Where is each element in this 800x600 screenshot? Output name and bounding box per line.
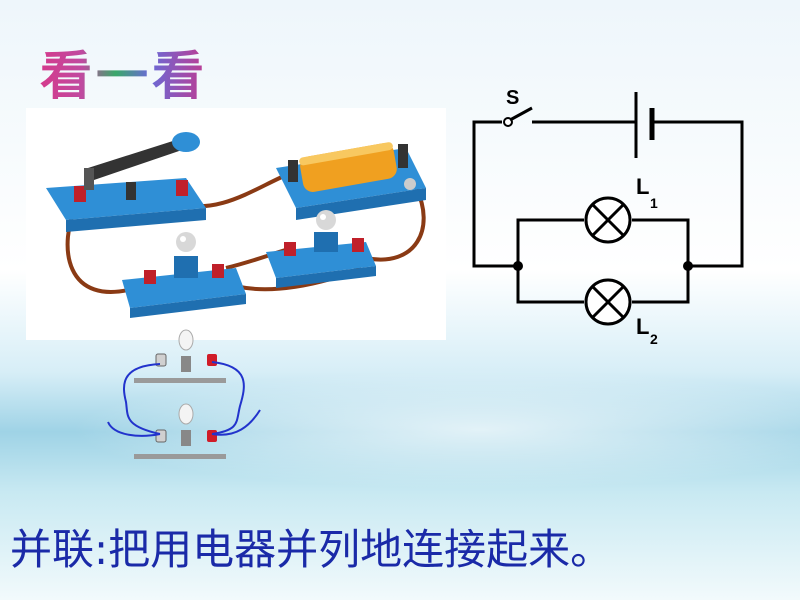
lamp-1-subscript: 1 xyxy=(650,195,658,211)
lamp-2-symbol xyxy=(584,278,632,326)
branch-bottom-right xyxy=(632,266,690,304)
caption-text: 并联:把用电器并列地连接起来。 xyxy=(10,525,613,574)
lamp-holder-2 xyxy=(266,210,376,288)
upper-left-terminal xyxy=(155,353,167,367)
upper-right-terminal xyxy=(207,354,217,366)
lamp-holder-1 xyxy=(122,232,246,318)
circuit-photo xyxy=(26,108,446,340)
mini-parallel-sketch xyxy=(100,326,280,466)
battery-holder xyxy=(276,142,426,220)
lamp-2-label: L xyxy=(636,314,649,339)
wire-top-left xyxy=(472,120,518,268)
photo-wire xyxy=(365,187,426,262)
lower-bulb xyxy=(178,403,194,425)
sketch-wire-right xyxy=(211,361,245,435)
switch-label: S xyxy=(506,87,519,109)
lower-bulb-base xyxy=(181,430,191,446)
upper-bulb-base xyxy=(181,356,191,372)
circuit-schematic: S L 1 L 2 xyxy=(460,80,760,350)
upper-bulb xyxy=(178,329,194,351)
lower-rail xyxy=(134,454,226,459)
wire-top-right xyxy=(652,120,744,268)
lamp-2-subscript: 2 xyxy=(650,331,658,347)
junction-left xyxy=(513,261,523,271)
switch-lever xyxy=(84,132,200,190)
sketch-wire-tail-right xyxy=(211,409,261,436)
sketch-wire-left xyxy=(123,363,161,435)
upper-rail xyxy=(134,378,226,383)
junction-right xyxy=(683,261,693,271)
lamp-1-label: L xyxy=(636,174,649,199)
switch-blade xyxy=(509,106,533,122)
branch-bottom xyxy=(516,266,584,304)
branch-top xyxy=(516,218,584,266)
lamp-1-symbol xyxy=(584,196,632,244)
branch-top-right xyxy=(632,218,690,266)
switch-base xyxy=(46,178,206,232)
sketch-wire-tail-left xyxy=(107,421,161,437)
background-glow xyxy=(0,360,800,500)
lower-left-terminal xyxy=(155,429,167,443)
lower-right-terminal xyxy=(207,430,217,442)
slide-title: 看一看 xyxy=(40,34,208,107)
